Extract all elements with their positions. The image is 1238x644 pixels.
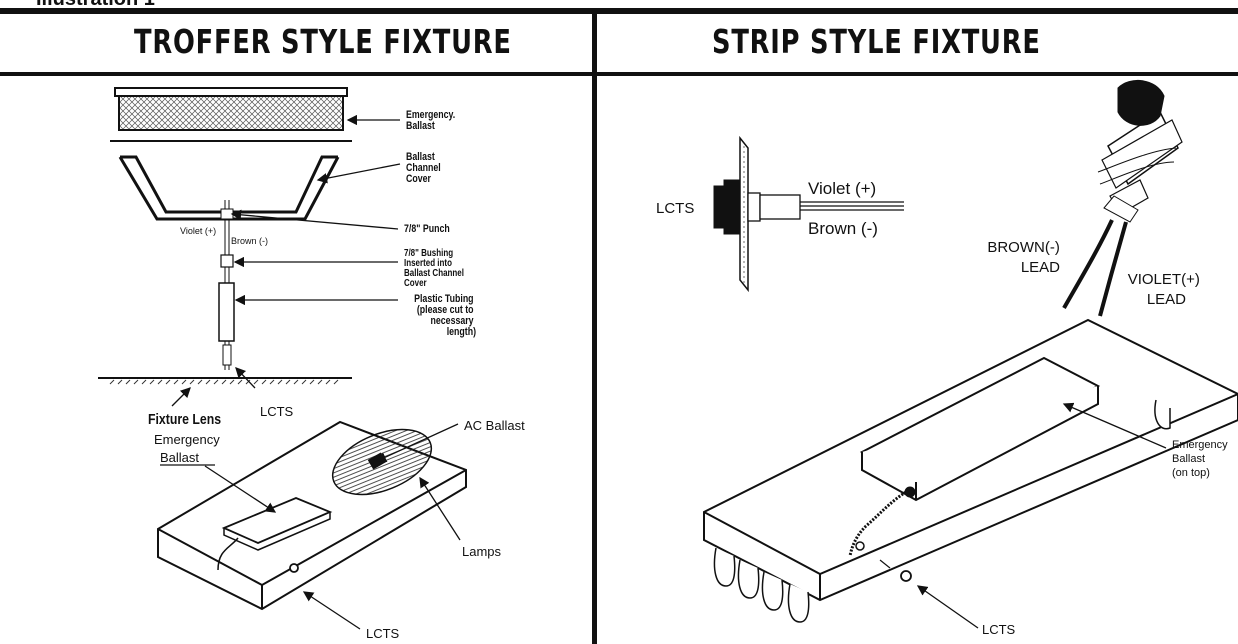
troffer-lower-leaders [160, 423, 461, 630]
illustration-label: Illustration 1 [36, 0, 155, 11]
panel-divider [592, 8, 597, 644]
troffer-brown-label: Brown (-) [231, 236, 268, 246]
ballast-channel-cover-label: Ballast Channel Cover [406, 151, 443, 185]
troffer-emergency-ballast-label: Emergency Ballast [154, 432, 223, 465]
strip-emergency-ballast-label: Emergency Ballast (on top) [1172, 439, 1231, 479]
troffer-lcts-upper-label: LCTS [260, 404, 294, 419]
lcts-pictorial [1062, 80, 1183, 317]
plastic-tubing-label: Plastic Tubing (please cut to necessary … [414, 293, 476, 338]
strip-leader-lines [916, 402, 1167, 629]
troffer-wire-run [218, 200, 235, 370]
top-rule [0, 8, 1238, 14]
violet-detail-label: Violet (+) [808, 179, 876, 198]
troffer-violet-label: Violet (+) [180, 226, 216, 236]
violet-lead-label: VIOLET(+) LEAD [1128, 271, 1204, 308]
troffer-emergency-ballast-box [110, 87, 352, 142]
strip-fixture-drawing [703, 318, 1238, 623]
ac-ballast-label: AC Ballast [464, 418, 525, 433]
fixture-lens-line [98, 377, 352, 385]
brown-detail-label: Brown (-) [808, 219, 878, 238]
troffer-heading: TROFFER STYLE FIXTURE [134, 22, 512, 61]
troffer-leader-lines [171, 114, 401, 407]
illustration-caption: Illustration 1 [0, 0, 1238, 12]
lcts-detail-label: LCTS [656, 200, 694, 217]
lamps-label: Lamps [462, 544, 502, 559]
bushing-label: 7/8" Bushing Inserted into Ballast Chann… [404, 247, 466, 288]
strip-heading: STRIP STYLE FIXTURE [712, 22, 1041, 61]
emergency-ballast-top-label: Emergency. Ballast [406, 109, 458, 132]
troffer-lcts-lower-label: LCTS [366, 626, 400, 641]
header-rule [0, 72, 1238, 76]
lcts-side-detail [713, 135, 904, 293]
brown-lead-label: BROWN(-) LEAD [987, 239, 1064, 276]
fixture-lens-label: Fixture Lens [148, 411, 221, 427]
punch-label: 7/8" Punch [404, 223, 450, 235]
strip-lcts-label: LCTS [982, 622, 1016, 637]
